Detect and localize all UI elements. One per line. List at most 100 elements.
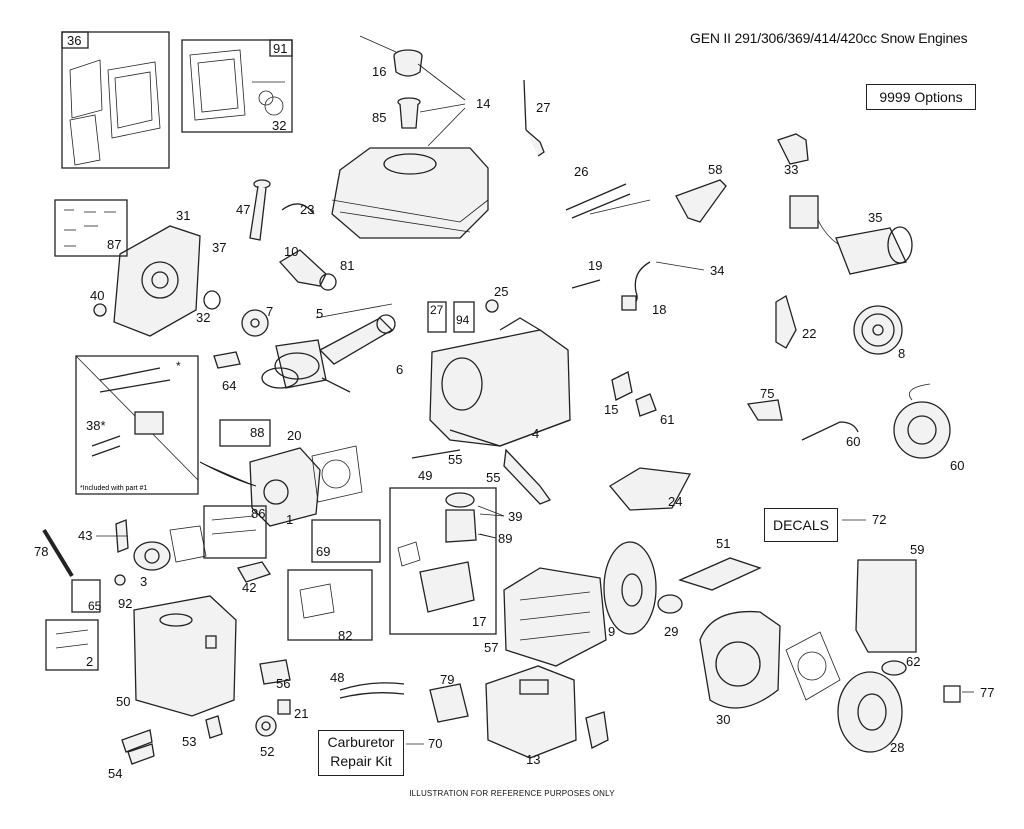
keys-54[interactable] [121,729,155,765]
carburetor-repair-kit-box[interactable]: Carburetor Repair Kit [318,730,404,776]
callout-26: 26 [574,164,588,179]
switch-21[interactable] [277,699,291,715]
recoil-starter-28[interactable] [837,671,903,753]
callout-5: 5 [316,306,323,321]
shroud-50[interactable] [133,595,237,717]
callout-1: 1 [286,512,293,527]
throttle-control-15[interactable] [611,371,633,401]
kit-2[interactable] [45,619,99,671]
callout-36: 36 [67,33,81,48]
bearing-32[interactable] [203,290,221,310]
callout-13: 13 [526,752,540,767]
harness-48[interactable] [339,682,405,699]
valve-kit-38[interactable]: *Included with part #1 [75,355,199,495]
callout-54: 54 [108,766,122,781]
carburetor-17[interactable] [389,487,505,635]
options-box[interactable]: 9999 Options [866,84,976,110]
connector-19[interactable] [571,279,601,289]
callout-77: 77 [980,685,994,700]
kit-94[interactable] [453,301,475,333]
seal-40[interactable] [93,303,107,317]
starter-gasket[interactable] [785,631,841,701]
bracket-75[interactable] [746,399,783,421]
decals-box[interactable]: DECALS [764,508,838,542]
bracket-56[interactable] [259,659,291,685]
crankshaft-10[interactable] [278,249,337,291]
knob-53[interactable] [205,715,223,739]
head-gasket[interactable] [311,445,363,503]
callout-86: 86 [251,506,265,521]
bracket-58[interactable] [675,179,727,223]
gasket-kit-36[interactable] [61,31,170,169]
callout-60a: 60 [846,434,860,449]
connecting-rod-6[interactable] [315,303,396,365]
valve-spring-64[interactable] [213,351,241,369]
callout-29: 29 [664,624,678,639]
intake-3[interactable] [133,525,207,571]
callout-38: 38* [86,418,106,433]
alternator-coil-60[interactable] [893,383,951,459]
dipstick-tube-47[interactable] [249,179,271,241]
wire-60[interactable] [801,421,859,441]
callout-56: 56 [276,676,290,691]
leader-lines [96,261,974,745]
wire-harness-34[interactable] [621,261,651,311]
callout-25: 25 [494,284,508,299]
breather-hose-23[interactable] [281,203,315,215]
callout-47: 47 [236,202,250,217]
piston-assembly[interactable] [261,339,351,393]
bracket-22[interactable] [775,295,797,349]
reference-footer: ILLUSTRATION FOR REFERENCE PURPOSES ONLY [409,789,615,798]
cylinder-head-1[interactable] [199,447,321,527]
bracket-33[interactable] [777,133,809,165]
drain-plug-49[interactable] [411,449,461,459]
plate-51[interactable] [678,557,762,591]
shroud-bracket-24[interactable] [609,467,692,511]
muffler-guard-57[interactable] [503,567,607,667]
choke-rod-27[interactable] [523,79,545,157]
gas-cap-16[interactable] [359,35,423,77]
kit-88[interactable] [219,419,271,447]
fuel-strainer-85[interactable] [397,97,421,129]
fuel-tank-14[interactable] [331,63,489,239]
callout-79: 79 [440,672,454,687]
flywheel-8[interactable] [853,305,903,355]
key-switch-52[interactable] [255,715,277,737]
blower-housing-30[interactable] [699,610,781,709]
rod-78[interactable] [42,528,74,578]
nut-92[interactable] [114,574,126,586]
callout-31: 31 [176,208,190,223]
kit-77[interactable] [943,685,961,703]
engine-block-4[interactable] [429,317,571,447]
kit-86[interactable] [203,505,267,559]
callout-42: 42 [242,580,256,595]
kit-27[interactable] [427,301,447,333]
callout-62: 62 [906,654,920,669]
electric-starter-35[interactable] [789,195,913,275]
callout-18: 18 [652,302,666,317]
bushing-29[interactable] [657,594,683,614]
governor-linkage-26[interactable] [565,183,651,219]
callout-60b: 60 [950,458,964,473]
fan-9[interactable] [603,541,657,635]
bolt-kit-87[interactable] [54,199,128,257]
callout-81: 81 [340,258,354,273]
shield-59[interactable] [855,559,917,653]
kit-65[interactable] [71,579,101,613]
seal-25[interactable] [485,299,499,313]
gasket-kit-91[interactable] [181,39,293,133]
bracket-42[interactable] [237,561,272,583]
callout-49: 49 [418,468,432,483]
kit-82[interactable] [287,569,373,641]
pan-55[interactable] [503,448,552,505]
carb-kit-line2: Repair Kit [330,753,392,769]
bracket-79[interactable] [429,683,469,723]
kit-69[interactable] [311,519,381,563]
crankcase-cover-31[interactable] [113,225,201,337]
handle-62[interactable] [881,660,907,676]
callout-17: 17 [472,614,486,629]
knob-61[interactable] [635,393,657,417]
cam-gear-7[interactable] [241,309,269,337]
muffler-13[interactable] [485,665,609,759]
